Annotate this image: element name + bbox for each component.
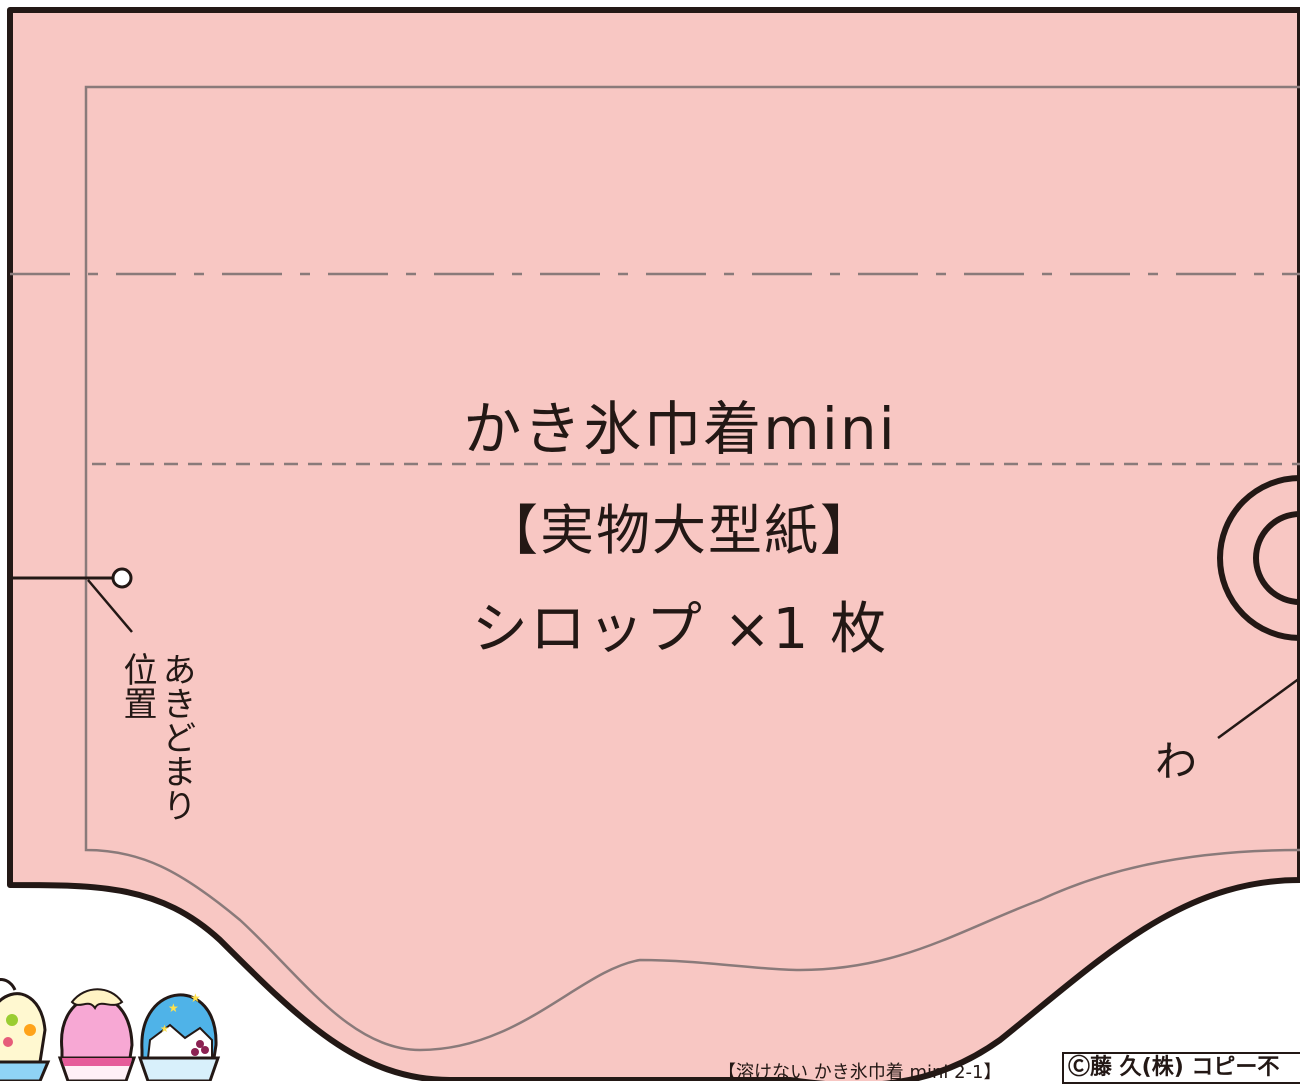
opening-stop-dot bbox=[111, 567, 133, 589]
fold-circle-inner bbox=[1253, 511, 1300, 605]
footer-pattern-label: 【溶けない かき氷巾着 mini 2-1】 bbox=[718, 1062, 1002, 1083]
svg-text:★: ★ bbox=[190, 991, 201, 1005]
opening-stop-label-col2: 位置 bbox=[117, 652, 157, 720]
fold-label: わ bbox=[1155, 737, 1198, 786]
pattern-subtitle: 【実物大型紙】 bbox=[484, 499, 876, 562]
shaved-ice-fruit-icon bbox=[0, 978, 51, 1081]
copyright-notice: Ⓒ藤 久(株) コピー不 bbox=[1062, 1052, 1300, 1084]
fold-circle-outer bbox=[1217, 475, 1300, 641]
shaved-ice-blue-icon: ★ ★ ★ bbox=[137, 991, 221, 1081]
svg-text:★: ★ bbox=[168, 1001, 179, 1015]
fold-leader bbox=[1217, 676, 1300, 740]
seam-line bbox=[84, 85, 1300, 1052]
shaved-ice-strawberry-icon bbox=[57, 988, 137, 1081]
opening-stop-label-col1: あきどまり bbox=[156, 652, 196, 822]
svg-text:★: ★ bbox=[160, 1024, 169, 1035]
pattern-title: かき氷巾着mini bbox=[463, 395, 897, 463]
pattern-piece-label: シロップ ×1 枚 bbox=[471, 597, 889, 662]
opening-stop-leader bbox=[87, 579, 133, 633]
